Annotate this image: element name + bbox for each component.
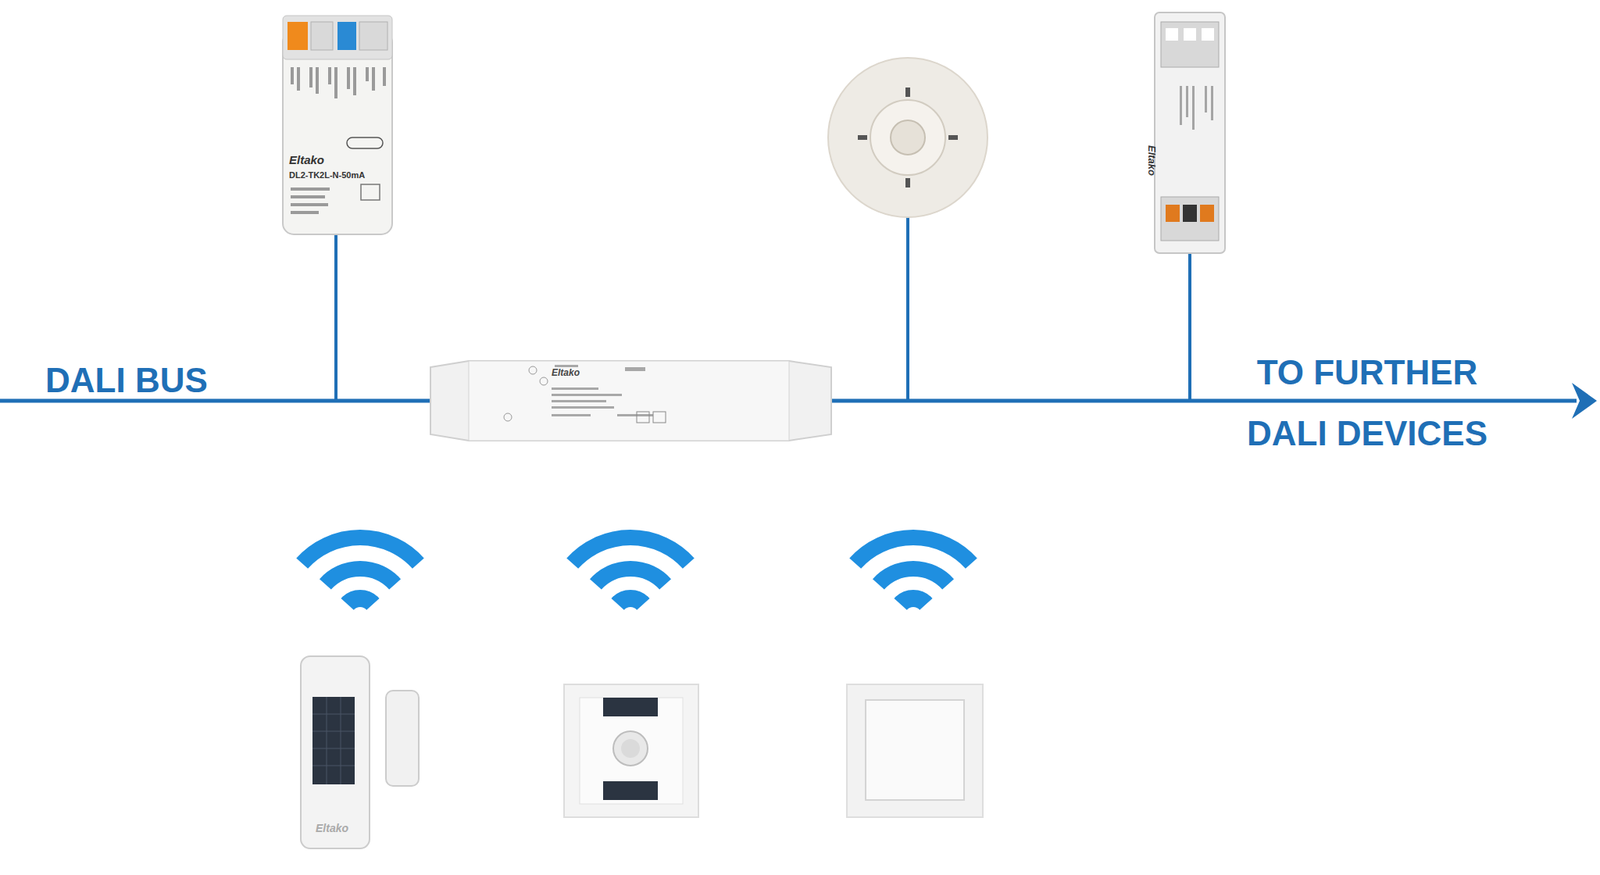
drop-line — [334, 232, 338, 401]
radio-arc — [572, 537, 690, 564]
wireless-pushbutton — [846, 684, 983, 818]
radio-arc — [878, 568, 948, 585]
radio-arc — [855, 537, 972, 564]
brand-mark: Eltako — [1145, 145, 1158, 176]
radio-symbols — [302, 537, 972, 604]
drop-line — [1188, 251, 1192, 401]
radio-arc — [595, 568, 665, 585]
brand-mark: Eltako — [551, 367, 580, 379]
brand-mark: Eltako — [289, 153, 325, 168]
continuation-label: TO FURTHER DALI DEVICES — [1218, 342, 1516, 465]
dali-module — [282, 15, 393, 235]
dali-gateway — [430, 360, 832, 441]
presence-sensor — [828, 57, 988, 218]
model-number: DL2-TK2L-N-50mA — [289, 170, 365, 181]
led-driver — [1154, 12, 1225, 254]
bus-arrowhead — [1571, 382, 1597, 419]
radio-arc — [325, 568, 395, 585]
brand-mark: Eltako — [315, 821, 349, 836]
drop-line — [906, 217, 910, 401]
radio-arc — [900, 598, 927, 604]
bus-label: DALI BUS — [45, 359, 208, 401]
window-contact — [300, 656, 419, 849]
wireless-motion-sensor — [564, 684, 699, 818]
radio-arc — [347, 598, 374, 604]
radio-arc — [302, 537, 419, 564]
radio-arc — [617, 598, 644, 604]
